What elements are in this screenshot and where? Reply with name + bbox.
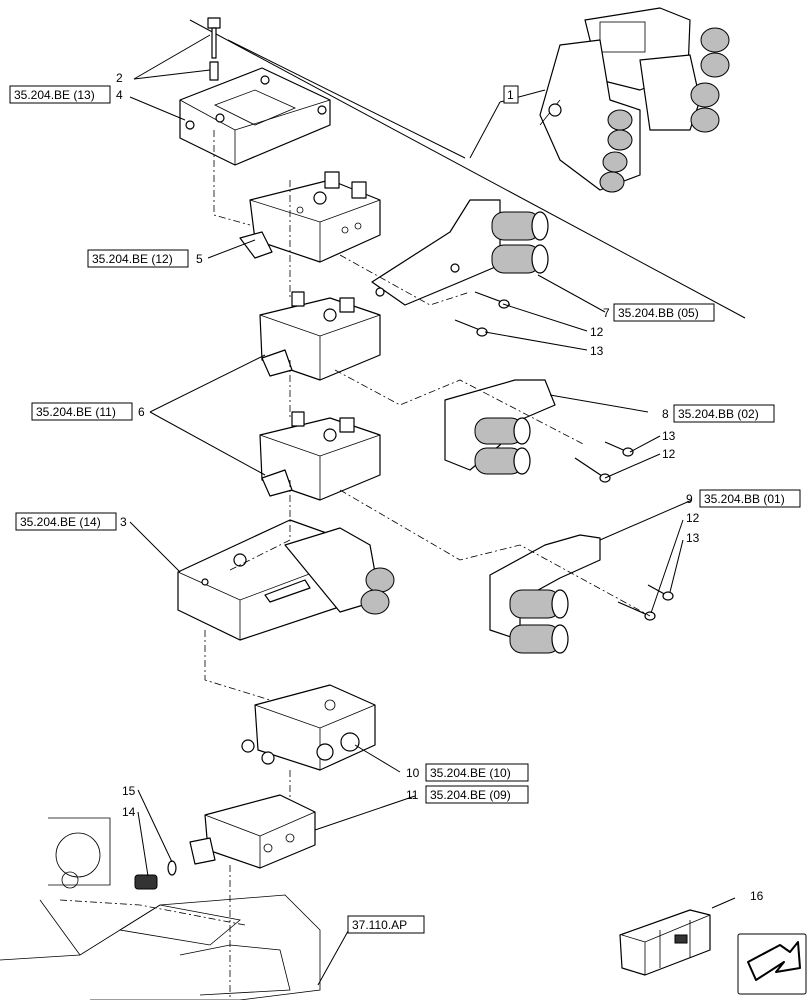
ref-box-10[interactable] — [425, 763, 529, 782]
ref-axle[interactable]: 37.110.AP — [352, 918, 407, 932]
callout-4: 4 — [116, 88, 123, 102]
separator-line-2 — [227, 39, 466, 159]
ref-box-axle[interactable] — [347, 915, 425, 934]
callout-6: 6 — [138, 405, 145, 419]
coupling-bracket-8 — [444, 379, 556, 475]
assembly-center-lines — [59, 130, 651, 1000]
callout-8: 8 — [662, 407, 669, 421]
ref-box-4[interactable] — [9, 85, 111, 104]
valve-section-6a — [259, 291, 381, 381]
housing-block-3 — [177, 519, 395, 641]
bolt-12-13-middle — [574, 441, 634, 483]
callout-2: 2 — [116, 71, 123, 85]
valve-section-6b — [259, 411, 381, 501]
coupling-bracket-9 — [489, 534, 601, 654]
ref-8[interactable]: 35.204.BB (02) — [678, 407, 759, 421]
callout-14: 14 — [122, 805, 136, 819]
callout-9: 9 — [686, 492, 693, 506]
ref-9[interactable]: 35.204.BB (01) — [704, 492, 785, 506]
valve-section-11 — [189, 794, 316, 869]
ref-11[interactable]: 35.204.BE (09) — [430, 788, 511, 802]
bolt-12-13-lower — [617, 584, 674, 621]
coupling-bracket-7 — [371, 199, 549, 306]
ref-box-6[interactable] — [31, 402, 133, 421]
callout-11: 11 — [406, 788, 419, 802]
ref-5[interactable]: 35.204.BE (12) — [92, 252, 173, 266]
callout-13-lower: 13 — [686, 531, 700, 545]
ref-box-9[interactable] — [699, 489, 801, 508]
ref-10[interactable]: 35.204.BE (10) — [430, 766, 511, 780]
ref-box-11[interactable] — [425, 785, 529, 804]
ref-box-1 — [503, 85, 519, 104]
valve-assembly-illustration — [539, 7, 730, 193]
ref-7[interactable]: 35.204.BB (05) — [618, 306, 699, 320]
valve-section-5 — [239, 171, 381, 263]
leader-lines — [129, 34, 736, 986]
callout-7: 7 — [603, 306, 610, 320]
callout-16: 16 — [750, 889, 764, 903]
callout-12-upper: 12 — [590, 325, 604, 339]
bolt-12-13-upper — [454, 291, 511, 337]
callout-15: 15 — [122, 784, 136, 798]
callout-12-lower: 12 — [686, 511, 700, 525]
callout-13-middle: 13 — [662, 429, 676, 443]
cover-plate-illustration — [179, 67, 331, 166]
next-page-arrow-icon[interactable] — [737, 933, 807, 995]
ref-4[interactable]: 35.204.BE (13) — [14, 88, 95, 102]
stud-parts — [207, 17, 221, 81]
callout-1: 1 — [507, 88, 514, 102]
ref-6[interactable]: 35.204.BE (11) — [36, 405, 116, 419]
separator-line — [189, 19, 746, 319]
callout-5: 5 — [196, 252, 203, 266]
axle-housing-illustration — [0, 817, 321, 1000]
ref-box-7[interactable] — [613, 303, 715, 322]
ref-box-8[interactable] — [673, 404, 775, 423]
callout-13-upper: 13 — [590, 344, 604, 358]
callout-labels: 2 35.204.BE (13) 4 1 35.204.BE (12) 5 7 … — [9, 71, 801, 934]
callout-3: 3 — [120, 515, 127, 529]
ref-box-3[interactable] — [15, 512, 117, 531]
kit-box-icon — [619, 909, 711, 976]
valve-section-10 — [241, 684, 376, 771]
ref-box-5[interactable] — [87, 249, 189, 268]
ref-3[interactable]: 35.204.BE (14) — [20, 515, 101, 529]
callout-12-middle: 12 — [662, 447, 676, 461]
fitting-14-15 — [134, 860, 177, 890]
callout-10: 10 — [406, 766, 420, 780]
